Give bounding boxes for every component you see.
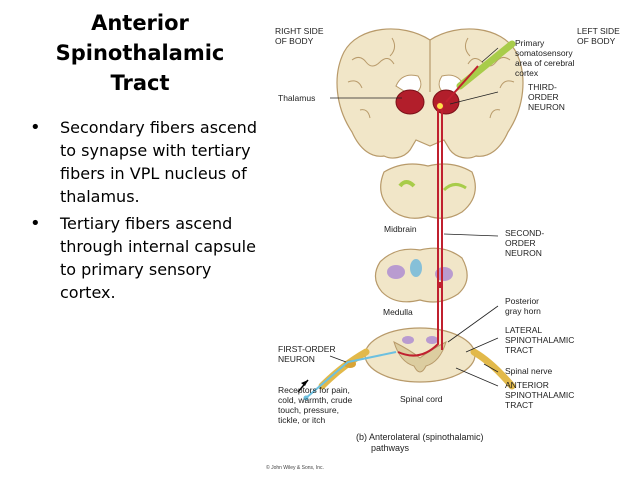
copyright-text: © John Wiley & Sons, Inc. [266,464,324,471]
label-third-order-neuron: THIRD- ORDER NEURON [528,82,565,112]
posterior-column [426,336,438,344]
first-order-neuron-fiber [305,351,397,399]
label-right-side: RIGHT SIDE OF BODY [275,26,326,46]
thalamus-right [395,89,425,115]
medulla-purple-nucleus [387,265,405,279]
label-second-order-neuron: SECOND- ORDER NEURON [505,228,547,258]
bullet-text: Secondary fibers ascend to synapse with … [60,118,257,206]
label-receptors: Receptors for pain, cold, warmth, crude … [278,385,355,425]
midbrain-green-nucleus [442,183,467,192]
third-order-neuron-body [436,102,444,110]
receptor-arrowhead [301,380,308,386]
leader-line [465,337,499,353]
label-posterior-gray-horn: Posterior gray horn [505,296,541,316]
leader-line [447,305,499,343]
brain-section [336,28,524,159]
midbrain-outline [380,163,476,219]
spinal-nerve-left [318,348,370,390]
leader-line [455,367,499,387]
title-line: Tract [110,71,170,95]
title-line: Anterior [91,11,189,35]
second-order-neuron-fiber [397,104,439,357]
primary-somatosensory-area [456,40,516,90]
medulla-section [374,247,468,303]
label-spinal-cord: Spinal cord [400,394,443,404]
leader-line [329,355,347,363]
leader-line [481,47,499,63]
label-midbrain: Midbrain [384,224,417,234]
midbrain-section [380,163,476,219]
medulla-blue-nucleus [410,259,422,277]
label-anterior-spinothalamic-tract: ANTERIOR SPINOTHALAMIC TRACT [505,380,577,410]
bullet-item: • Tertiary fibers ascend through interna… [30,212,260,304]
bullet-dot: • [30,117,41,138]
label-first-order-neuron: FIRST-ORDER NEURON [278,344,338,364]
leader-lines [329,47,499,387]
posterior-column [402,336,414,344]
spinal-nerve-right [470,348,516,390]
leader-line [449,91,499,105]
label-lateral-spinothalamic-tract: LATERAL SPINOTHALAMIC TRACT [505,325,577,355]
title-line: Spinothalamic [55,41,225,65]
label-medulla: Medulla [383,307,413,317]
label-somatosensory-area: Primary somatosensory area of cerebral c… [515,38,577,78]
bullet-list: • Secondary fibers ascend to synapse wit… [30,116,260,308]
bullet-dot: • [30,213,41,234]
figure-labels: RIGHT SIDE OF BODY LEFT SIDE OF BODY Pri… [266,26,622,471]
leader-line [443,233,499,237]
medulla-purple-nucleus [435,267,453,281]
third-order-neuron-fiber [445,65,479,103]
medulla-outline [374,247,468,303]
label-spinal-nerve: Spinal nerve [505,366,553,376]
pathway [397,65,479,357]
bullet-item: • Secondary fibers ascend to synapse wit… [30,116,260,208]
figure-caption: (b) Anterolateral (spinothalamic) pathwa… [356,432,486,453]
leader-line [483,363,499,373]
slide-title: Anterior Spinothalamic Tract [20,8,260,98]
label-left-side: LEFT SIDE OF BODY [577,26,622,46]
midbrain-green-nucleus [398,180,416,188]
receptor-ending [303,395,309,401]
brain-outline [336,28,524,159]
label-thalamus: Thalamus [278,93,315,103]
bullet-text: Tertiary fibers ascend through internal … [60,214,256,302]
